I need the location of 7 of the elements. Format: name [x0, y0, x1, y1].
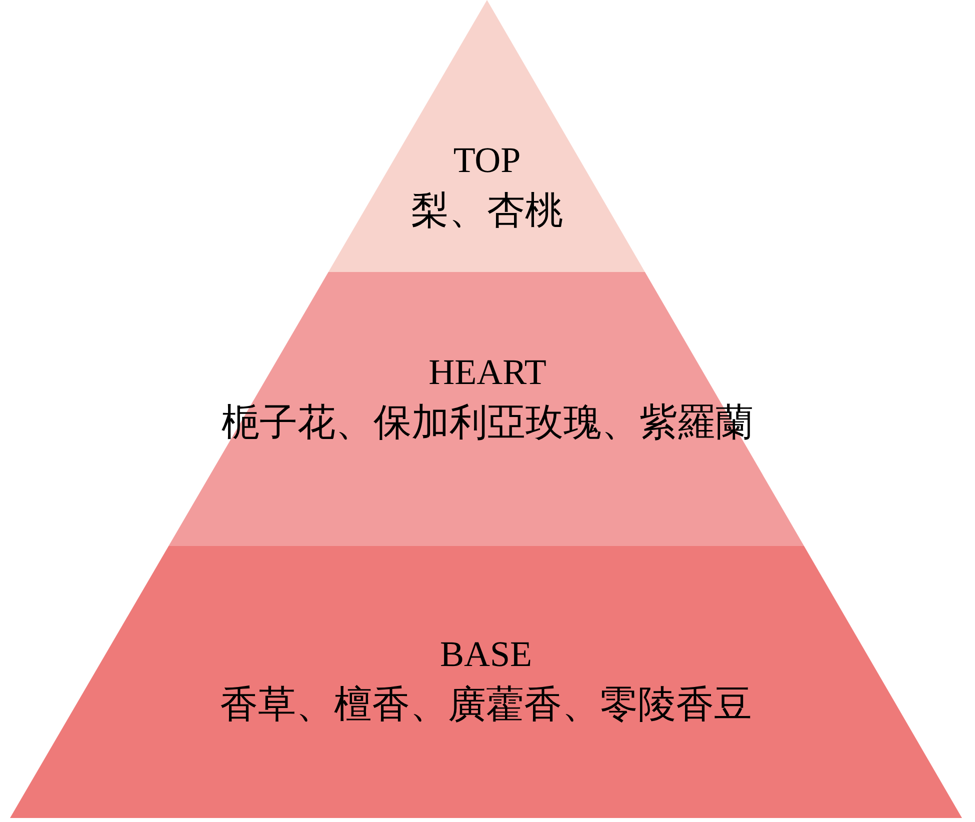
tier-heading: BASE [440, 633, 532, 676]
pyramid-tier [10, 546, 962, 818]
tier-heading: TOP [453, 139, 521, 182]
tier-heading: HEART [428, 351, 546, 394]
tier-notes: 香草、檀香、廣藿香、零陵香豆 [220, 683, 752, 728]
tier-notes: 梨、杏桃 [411, 189, 563, 234]
tier-notes: 梔子花、保加利亞玫瑰、紫羅蘭 [222, 401, 754, 446]
